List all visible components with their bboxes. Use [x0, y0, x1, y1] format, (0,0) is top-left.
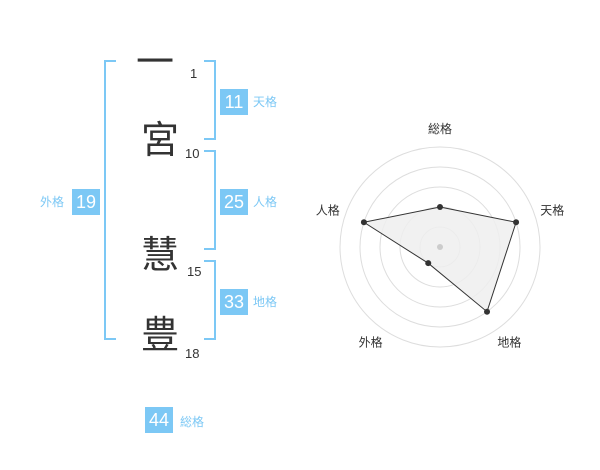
radar-point [437, 204, 443, 210]
radar-ring [359, 166, 521, 328]
chikaku-label: 地格 [253, 295, 278, 309]
stroke-count-2: 10 [185, 146, 200, 161]
radar-point [513, 219, 520, 226]
radar-axis-label: 地格 [497, 335, 521, 350]
jinkaku-bracket [204, 150, 216, 250]
radar-center-dot [437, 244, 443, 250]
jinkaku-value: 25 [220, 189, 248, 215]
tenkaku-value: 11 [220, 89, 248, 115]
radar-axis-label: 外格 [359, 335, 383, 350]
radar-point [360, 219, 367, 226]
radar-data-polygon [362, 206, 517, 313]
radar-axis-label: 天格 [540, 203, 564, 218]
stroke-count-4: 18 [185, 346, 200, 361]
radar-axis-label: 総格 [428, 121, 452, 136]
chikaku-value: 33 [220, 289, 248, 315]
gaikaku-label: 外格 [40, 195, 65, 209]
gaikaku-value: 19 [72, 189, 100, 215]
radar-ring [339, 146, 541, 348]
gaikaku-bracket [104, 60, 116, 340]
tenkaku-bracket [204, 60, 216, 140]
chikaku-bracket [204, 260, 216, 340]
name-char-1: 一 [135, 40, 174, 84]
stroke-count-3: 15 [187, 264, 202, 279]
tenkaku-label: 天格 [253, 95, 278, 109]
soukaku-value: 44 [145, 407, 173, 433]
soukaku-label: 総格 [180, 415, 205, 429]
radar-point [425, 260, 432, 267]
name-char-3: 慧 [140, 233, 179, 277]
name-char-4: 豊 [140, 313, 179, 357]
radar-point [484, 308, 491, 315]
name-char-2: 宮 [140, 118, 179, 162]
jinkaku-label: 人格 [253, 195, 278, 209]
radar-data-points [360, 204, 520, 315]
radar-axis-label: 人格 [316, 203, 340, 218]
stroke-count-1: 1 [190, 66, 198, 81]
